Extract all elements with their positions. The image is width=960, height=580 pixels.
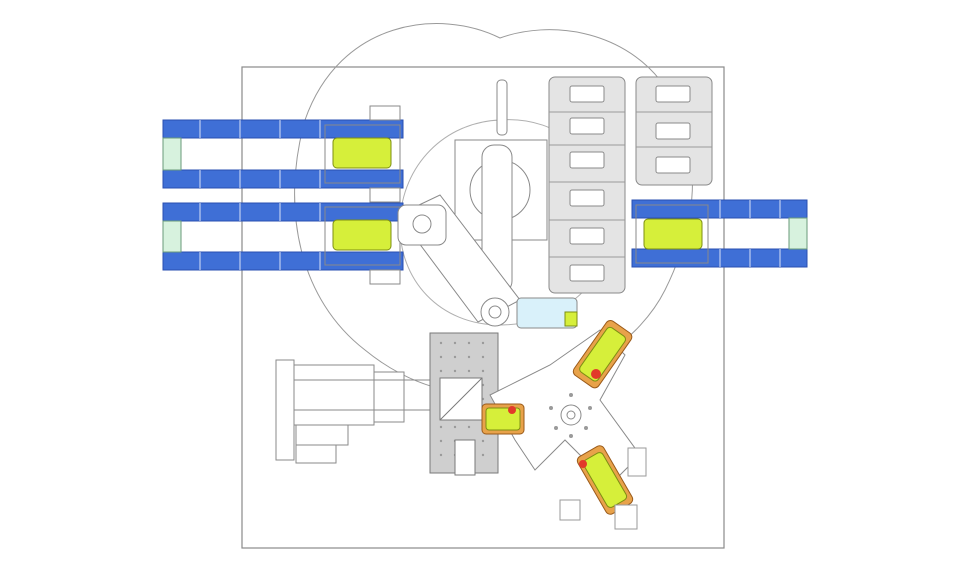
conveyor-middle-left — [162, 202, 404, 285]
parts-tray-column-a — [548, 76, 626, 294]
parts-tray-column-b — [635, 76, 713, 186]
robot-arm — [397, 79, 548, 327]
pallet-fixture — [564, 311, 578, 327]
workpiece-yellow — [332, 137, 392, 169]
sensor-red — [579, 460, 587, 468]
actuator-cluster — [559, 447, 647, 530]
conveyor-right — [631, 199, 808, 268]
sensor-red — [508, 406, 516, 414]
workpiece-yellow — [643, 218, 703, 250]
fixture-station-top — [572, 320, 633, 389]
press-module — [275, 359, 430, 464]
sensor-red — [591, 369, 601, 379]
fixture-station-left — [481, 403, 525, 435]
workpiece-yellow — [332, 219, 392, 251]
conveyor-top-left — [162, 105, 404, 203]
fixture-station-bottom — [576, 445, 634, 515]
